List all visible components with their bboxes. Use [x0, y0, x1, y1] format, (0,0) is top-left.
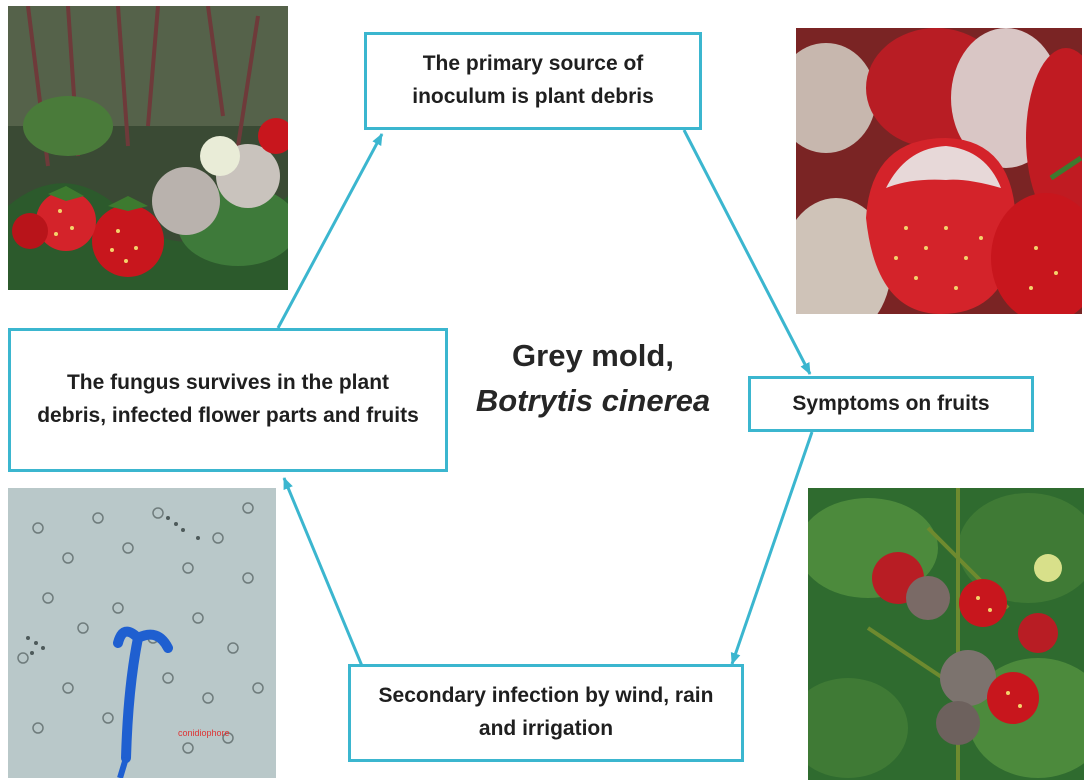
stage-fungus-survival: The fungus survives in the plant debris,…: [8, 328, 448, 472]
stage-primary-source: The primary source of inoculum is plant …: [364, 32, 702, 130]
disease-common-name: Grey mold,: [448, 334, 738, 379]
photo-debris-strawberries: [8, 6, 288, 290]
moldy-strawberries-illustration: [796, 28, 1082, 314]
arrow-survival-to-primary: [278, 134, 382, 328]
arrow-symptoms-to-secondary: [732, 432, 812, 664]
stage-secondary-infection: Secondary infection by wind, rain and ir…: [348, 664, 744, 762]
photo-moldy-strawberries: [796, 28, 1082, 314]
disease-title: Grey mold, Botrytis cinerea: [448, 334, 738, 424]
stage-symptoms-text: Symptoms on fruits: [792, 388, 989, 421]
micrograph-illustration: conidiophore: [8, 488, 276, 778]
stage-primary-source-text: The primary source of inoculum is plant …: [377, 48, 689, 113]
arrow-secondary-to-survival: [284, 478, 362, 666]
disease-scientific-name: Botrytis cinerea: [448, 379, 738, 424]
micrograph-label: conidiophore: [178, 728, 230, 738]
debris-strawberries-illustration: [8, 6, 288, 290]
photo-micrograph-conidia: conidiophore: [8, 488, 276, 778]
infected-plant-illustration: [808, 488, 1084, 780]
stage-symptoms: Symptoms on fruits: [748, 376, 1034, 432]
stage-secondary-infection-text: Secondary infection by wind, rain and ir…: [361, 680, 731, 745]
stage-fungus-survival-text: The fungus survives in the plant debris,…: [33, 367, 423, 432]
photo-plant-infected: [808, 488, 1084, 780]
